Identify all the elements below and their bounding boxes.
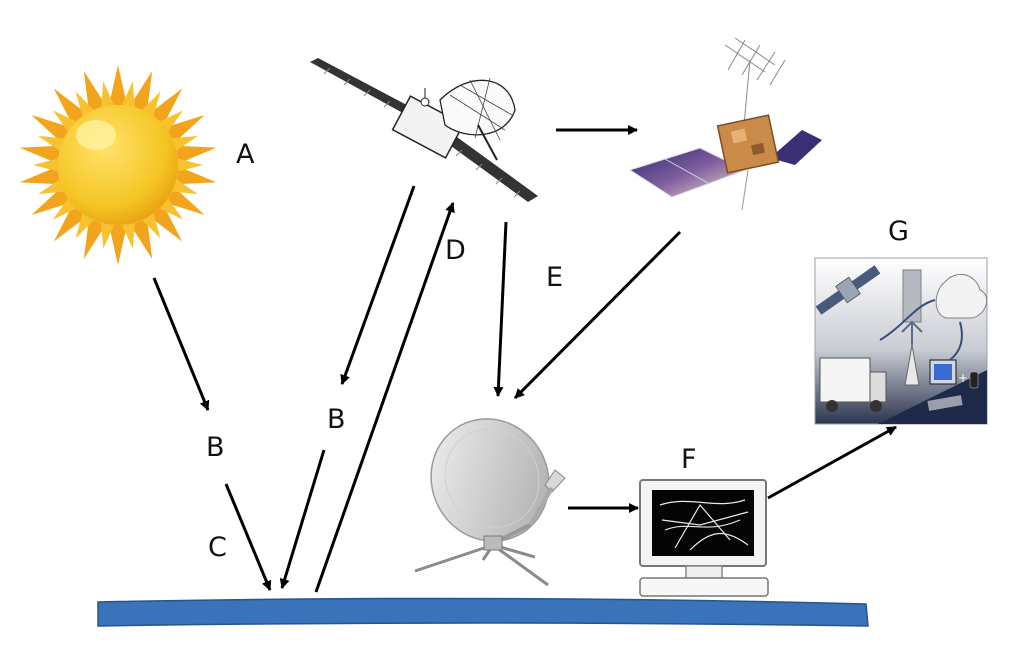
label-c: C [208,532,227,563]
arrow-satellite-to-b [340,185,416,385]
satellite-dish-icon [414,418,566,587]
ground-surface [97,597,869,627]
label-b-left: B [206,432,225,463]
label-a: A [236,139,255,170]
satellite-icon [310,58,538,202]
label-b-right: B [327,404,346,435]
label-e: E [546,262,563,293]
distribution-scene-icon: + [814,257,988,425]
label-f: F [681,444,697,475]
arrow-relay-to-dish [513,230,682,400]
label-g: G [888,216,909,247]
arrow-satellite-to-dish [493,221,508,397]
arrow-sun-to-b [152,277,210,411]
sun-icon [19,65,217,265]
arrow-monitor-to-scene [767,425,897,500]
svg-text:+: + [958,371,968,385]
arrow-b-to-ground-left [224,483,272,591]
monitor-icon [639,479,769,597]
arrow-ground-to-satellite [314,202,455,593]
label-d: D [445,235,466,266]
relay-satellite-icon [628,37,822,211]
arrow-b-to-ground-right [279,449,326,589]
